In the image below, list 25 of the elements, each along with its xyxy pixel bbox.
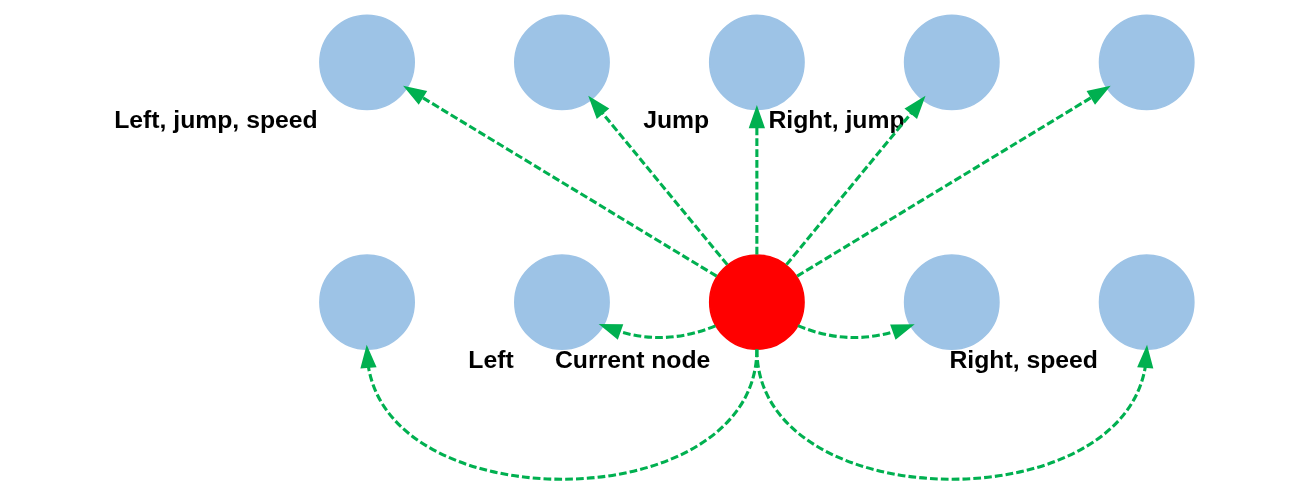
node-circle — [1098, 253, 1195, 350]
node-label: Left — [468, 345, 514, 373]
node-circle — [903, 253, 1000, 350]
arrow — [785, 95, 926, 266]
arrow — [796, 85, 1111, 277]
node-circle — [1098, 13, 1195, 110]
node-circle — [514, 13, 610, 110]
node-label: Right, jump — [768, 105, 905, 133]
arrow — [588, 95, 729, 266]
node-circle — [319, 13, 415, 110]
node-circle — [708, 13, 805, 110]
node-label: Current node — [555, 345, 711, 373]
arrow — [403, 85, 718, 277]
node-label: Jump — [643, 105, 710, 133]
node-label: Right, speed — [949, 345, 1098, 373]
node-circle — [319, 253, 415, 350]
arrow — [797, 323, 915, 340]
node-circle — [514, 253, 610, 350]
node-circle — [708, 253, 805, 350]
node-circle — [903, 13, 1000, 110]
arrow — [598, 323, 716, 340]
arrow — [360, 344, 759, 481]
arrow — [755, 344, 1154, 481]
arrow — [748, 104, 765, 254]
node-label: Left, jump, speed — [114, 105, 318, 133]
